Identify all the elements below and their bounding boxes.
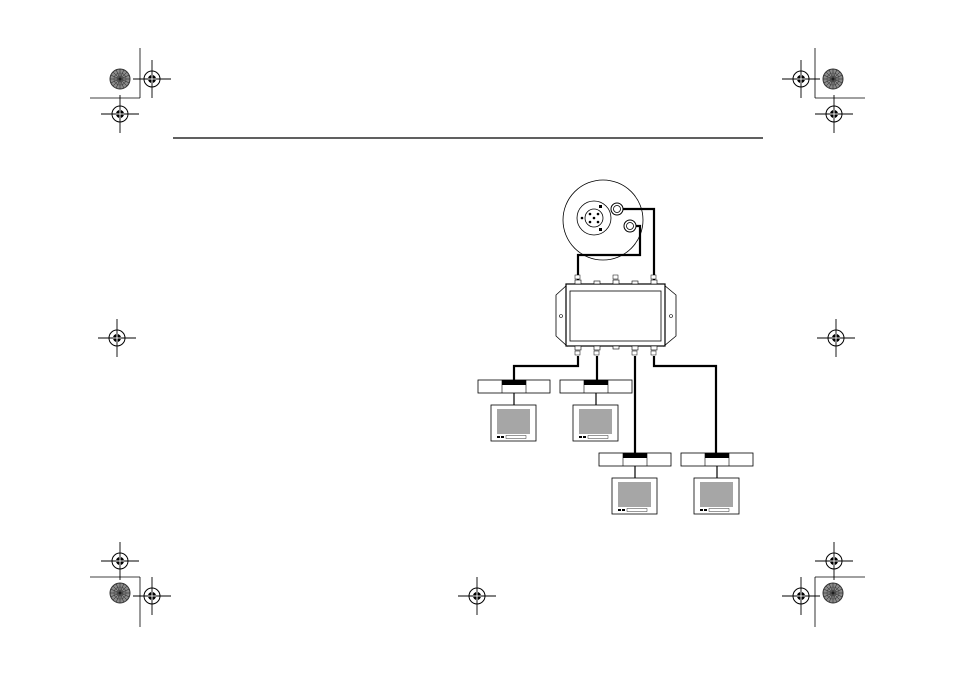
registration-crosshair-icon xyxy=(133,577,171,615)
registration-crosshair-icon xyxy=(98,319,136,357)
registration-crosshair-icon xyxy=(815,95,853,133)
registration-crosshair-icon xyxy=(101,95,139,133)
monitor-display-icon xyxy=(560,380,632,441)
registration-crosshair-icon xyxy=(815,542,853,580)
registration-crosshair-icon xyxy=(133,60,171,98)
color-target-icon xyxy=(110,583,130,603)
registration-crosshair-icon xyxy=(817,319,855,357)
color-target-icon xyxy=(110,69,130,89)
print-marks xyxy=(90,48,865,627)
junction-box-icon xyxy=(556,275,676,355)
monitor-display-icon xyxy=(478,380,550,441)
registration-crosshair-icon xyxy=(782,60,820,98)
registration-crosshair-icon xyxy=(101,542,139,580)
color-target-icon xyxy=(823,69,843,89)
monitor-display-icon xyxy=(599,453,671,514)
camera-dome-icon xyxy=(563,180,643,260)
color-target-icon xyxy=(823,583,843,603)
connection-diagram xyxy=(478,180,753,514)
registration-crosshair-icon xyxy=(458,577,496,615)
monitor-display-icon xyxy=(681,453,753,514)
registration-crosshair-icon xyxy=(782,577,820,615)
